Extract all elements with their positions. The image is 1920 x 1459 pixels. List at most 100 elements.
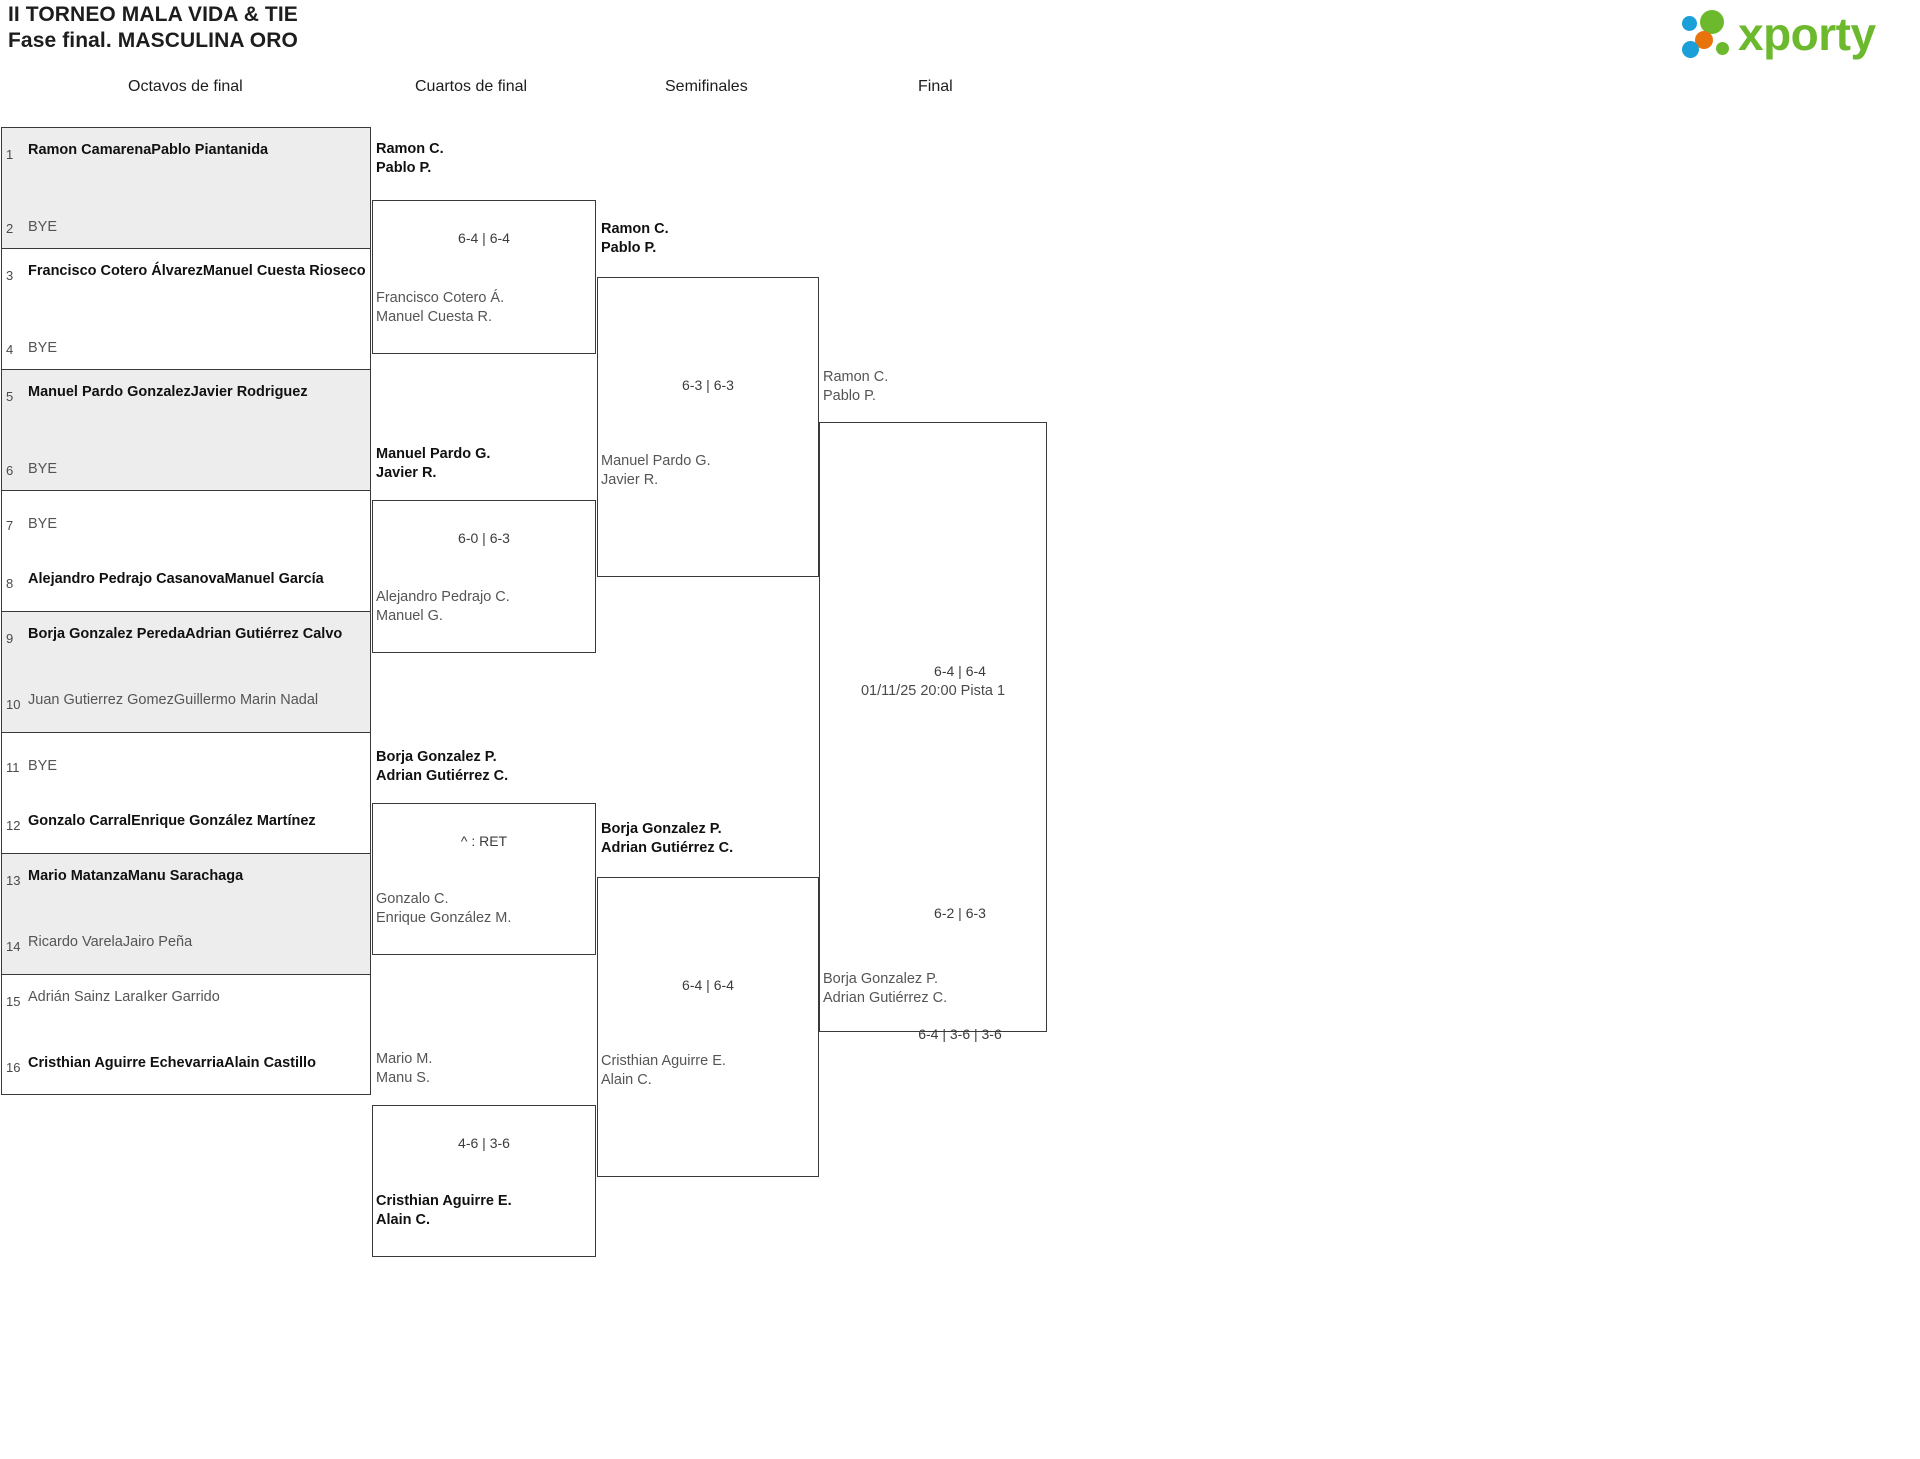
round2-score: 6-4 | 6-4: [458, 230, 510, 246]
seed-names: Borja Gonzalez PeredaAdrian Gutiérrez Ca…: [28, 625, 342, 644]
seed-names-line2: Jairo Peña: [122, 934, 193, 950]
seed-names-line2: Adrian Gutiérrez Calvo: [185, 626, 343, 642]
logo-dot-blue-small: [1682, 16, 1697, 31]
logo-dots-icon: [1682, 10, 1744, 58]
round4-slot-top: Ramon C.Pablo P.: [823, 368, 888, 406]
seed-names-line2: Manu Sarachaga: [127, 868, 244, 884]
round2-match-box: [372, 500, 596, 653]
round2-slot-top-line1: Borja Gonzalez P.: [376, 749, 497, 765]
round4-slot-top-line2: Pablo P.: [823, 388, 876, 404]
seed-bye-label: BYE: [28, 516, 58, 532]
round3-slot-top: Ramon C. Pablo P.: [601, 220, 669, 258]
seed-names: Alejandro Pedrajo CasanovaManuel García: [28, 570, 324, 589]
round2-slot-bottom-line1: Cristhian Aguirre E.: [376, 1193, 512, 1209]
round2-slot-bottom-line2: Alain C.: [376, 1212, 430, 1228]
round3-slot-bottom: Cristhian Aguirre E.Alain C.: [601, 1052, 726, 1090]
seed-bye-label: BYE: [28, 340, 58, 356]
round2-score: ^ : RET: [460, 833, 508, 849]
seed-number: 11: [6, 760, 20, 775]
round4-slot-bottom: Borja Gonzalez P. Adrian Gutiérrez C.: [823, 970, 947, 1008]
seed-names-line2: Iker Garrido: [143, 989, 220, 1005]
round2-slot-bottom-line2: Manuel G.: [376, 608, 443, 624]
seed-names: Manuel Pardo GonzalezJavier Rodriguez: [28, 383, 308, 402]
round-header-cuartos: Cuartos de final: [415, 78, 528, 95]
round2-match-box: [372, 200, 596, 354]
round1-match-block: [1, 127, 371, 248]
seed-names-line2: Manuel Cuesta Rioseco: [202, 263, 366, 279]
logo-wordmark: xporty: [1738, 8, 1876, 60]
round2-slot-bottom-line2: Manuel Cuesta R.: [376, 309, 493, 325]
round2-slot-top-line2: Adrian Gutiérrez C.: [376, 768, 509, 784]
seed-number: 12: [6, 818, 21, 833]
xporty-logo: xporty: [1682, 6, 1902, 60]
round-header-octavos: Octavos de final: [128, 78, 243, 95]
round3-slot-bottom: Manuel Pardo G.Javier R.: [601, 452, 711, 490]
seed-names: Juan Gutierrez GomezGuillermo Marin Nada…: [28, 691, 318, 710]
round4-slot-bottom-line2: Adrian Gutiérrez C.: [823, 990, 948, 1006]
seed-number: 15: [6, 994, 21, 1009]
seed-number: 6: [6, 463, 14, 478]
round3-slot-top-line1: Ramon C.: [601, 221, 669, 237]
round2-score: 4-6 | 3-6: [458, 1135, 510, 1151]
seed-number: 4: [6, 342, 14, 357]
round-header-semifinales: Semifinales: [665, 78, 748, 95]
seed-names-line1: Juan Gutierrez Gomez: [28, 692, 174, 708]
round3-slot-top-line2: Pablo P.: [601, 240, 657, 256]
seed-names-line2: Pablo Piantanida: [151, 142, 269, 158]
seed-number: 13: [6, 873, 21, 888]
round1-match-block: [1, 248, 371, 369]
round1-score: 6-4 | 3-6 | 3-6: [918, 1025, 1002, 1042]
seed-number: 8: [6, 576, 14, 591]
seed-names: Ramon CamarenaPablo Piantanida: [28, 141, 268, 160]
seed-names-line1: Francisco Cotero Álvarez: [28, 263, 203, 279]
round2-slot-bottom: Gonzalo C.Enrique González M.: [376, 890, 511, 928]
seed-names-line1: Manuel Pardo Gonzalez: [28, 384, 191, 400]
seed-bye-label: BYE: [28, 219, 58, 235]
seed-names-line2: Alain Castillo: [224, 1055, 316, 1071]
seed-bye-label: BYE: [28, 461, 58, 477]
round3-slot-bottom-line2: Javier R.: [601, 472, 659, 488]
round1-match-block: [1, 853, 371, 974]
round2-slot-top-line1: Ramon C.: [376, 141, 444, 157]
tournament-title: II TORNEO MALA VIDA & TIE Fase final. MA…: [8, 2, 298, 54]
final-match-info: 01/11/25 20:00 Pista 1: [860, 683, 1006, 699]
round2-slot-bottom: Francisco Cotero Á. Manuel Cuesta R.: [376, 289, 504, 327]
seed-number: 1: [6, 147, 14, 162]
seed-names-line1: Borja Gonzalez Pereda: [28, 626, 186, 642]
round2-score: 6-0 | 6-3: [458, 530, 510, 546]
round2-slot-top-line2: Manu S.: [376, 1070, 430, 1086]
seed-names-line2: Manuel García: [224, 571, 324, 587]
title-line-1: II TORNEO MALA VIDA & TIE: [8, 3, 298, 26]
round4-slot-bottom-line1: Borja Gonzalez P.: [823, 971, 938, 987]
seed-names-line1: Mario Matanza: [28, 868, 128, 884]
title-line-2: Fase final. MASCULINA ORO: [8, 29, 298, 52]
round3-match-box: [597, 877, 819, 1177]
seed-names: Adrián Sainz LaraIker Garrido: [28, 988, 220, 1007]
round2-slot-top: Mario M. Manu S.: [376, 1050, 432, 1088]
seed-names-line2: Guillermo Marin Nadal: [173, 692, 319, 708]
round2-slot-top: Borja Gonzalez P. Adrian Gutiérrez C.: [376, 748, 508, 786]
logo-dot-blue-large: [1682, 41, 1699, 58]
round2-match-box: [372, 1105, 596, 1257]
seed-number: 3: [6, 268, 14, 283]
round3-slot-top-line2: Adrian Gutiérrez C.: [601, 840, 734, 856]
round2-slot-bottom-line1: Francisco Cotero Á.: [376, 290, 505, 306]
round2-slot-bottom: Alejandro Pedrajo C. Manuel G.: [376, 588, 510, 626]
seed-names-line1: Adrián Sainz Lara: [28, 989, 144, 1005]
seed-names: Cristhian Aguirre EchevarriaAlain Castil…: [28, 1054, 316, 1073]
round1-score: 6-4 | 6-4: [934, 662, 986, 679]
logo-dot-orange: [1695, 31, 1713, 49]
round2-slot-top-line1: Manuel Pardo G.: [376, 446, 491, 462]
round3-match-box: [597, 277, 819, 577]
round2-slot-top-line1: Mario M.: [376, 1051, 433, 1067]
round4-match-box: [819, 422, 1047, 1032]
round2-slot-bottom: Cristhian Aguirre E. Alain C.: [376, 1192, 512, 1230]
seed-number: 9: [6, 631, 14, 646]
round2-slot-bottom-line1: Alejandro Pedrajo C.: [376, 589, 510, 605]
seed-number: 14: [6, 939, 21, 954]
round2-slot-bottom-line2: Enrique González M.: [376, 910, 512, 926]
seed-names: Mario MatanzaManu Sarachaga: [28, 867, 243, 886]
seed-number: 10: [6, 697, 21, 712]
round-header-final: Final: [918, 78, 953, 95]
